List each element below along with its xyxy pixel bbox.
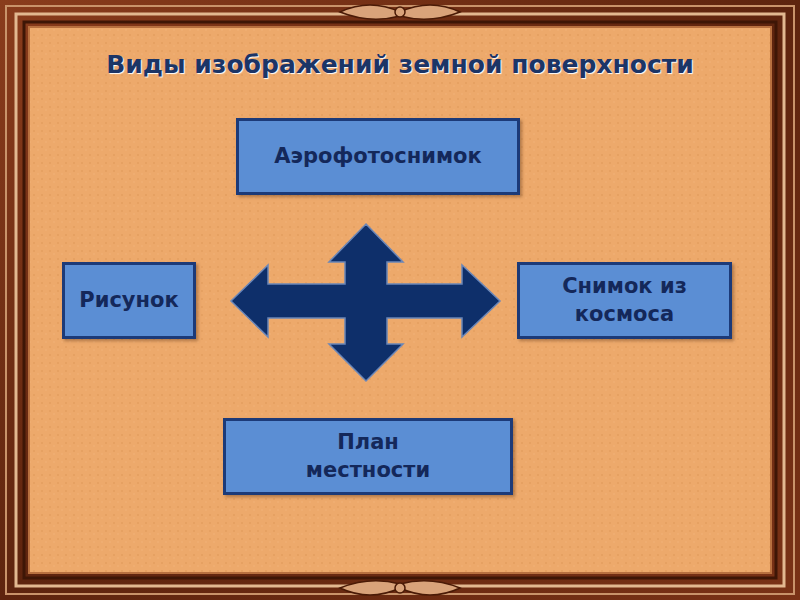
image-type-box: План местности <box>223 418 513 495</box>
box-label: План местности <box>278 429 458 484</box>
four-way-arrow <box>231 224 500 381</box>
frame-line <box>24 22 776 578</box>
paper-ground <box>29 27 771 573</box>
frame-line <box>16 14 784 586</box>
box-label: Снимок из космоса <box>535 273 715 328</box>
box-label: Рисунок <box>79 287 178 314</box>
image-type-box: Рисунок <box>62 262 196 339</box>
image-type-box: Аэрофотоснимок <box>236 118 520 195</box>
box-label: Аэрофотоснимок <box>274 143 482 170</box>
frame-line <box>6 6 794 594</box>
image-type-box: Снимок из космоса <box>517 262 732 339</box>
slide-title: Виды изображений земной поверхности <box>40 50 760 79</box>
